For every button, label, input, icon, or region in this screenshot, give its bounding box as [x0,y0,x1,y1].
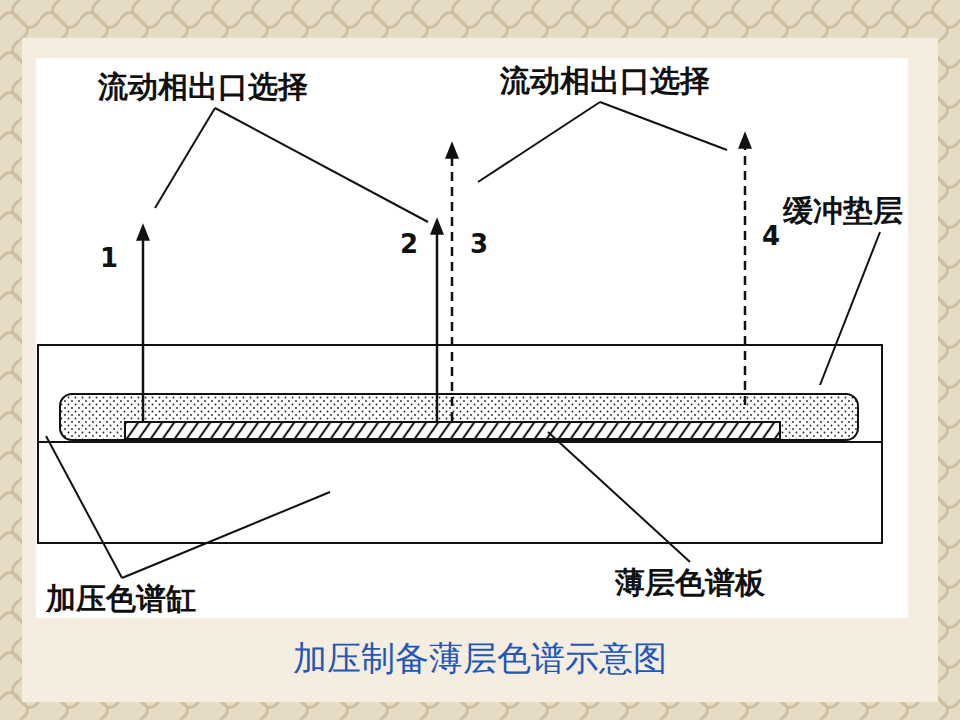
leader-line [155,108,215,208]
outlet-4 [744,140,747,405]
chamber-split [38,441,882,443]
callout-number: 1 [100,244,118,273]
leader-line [820,232,880,385]
callout-label: 流动相出口选择 [98,70,308,103]
callout-label: 流动相出口选择 [500,64,710,97]
leader-line [548,432,690,562]
frame-ground [22,38,938,702]
white-panel [36,58,908,618]
callout-label: 薄层色谱板 [615,566,765,599]
leader-line [46,436,122,578]
plate-outline [125,422,780,439]
leader-line [122,492,330,578]
callout-number: 4 [762,222,780,251]
callout-label: 加压色谱缸 [46,582,196,615]
callout-label: 缓冲垫层 [783,194,903,227]
leader-line [600,102,727,150]
chamber-outline [38,345,882,543]
caption: 加压制备薄层色谱示意图 [293,640,667,677]
leader-line [215,108,428,222]
callout-number: 2 [400,230,418,259]
outlet-2 [436,226,439,421]
buffer-layer [60,394,858,440]
outlet-3 [451,150,454,421]
callout-number: 3 [470,230,488,259]
leader-line [478,102,600,182]
tlc-plate [125,422,780,439]
outlet-1 [142,232,145,421]
